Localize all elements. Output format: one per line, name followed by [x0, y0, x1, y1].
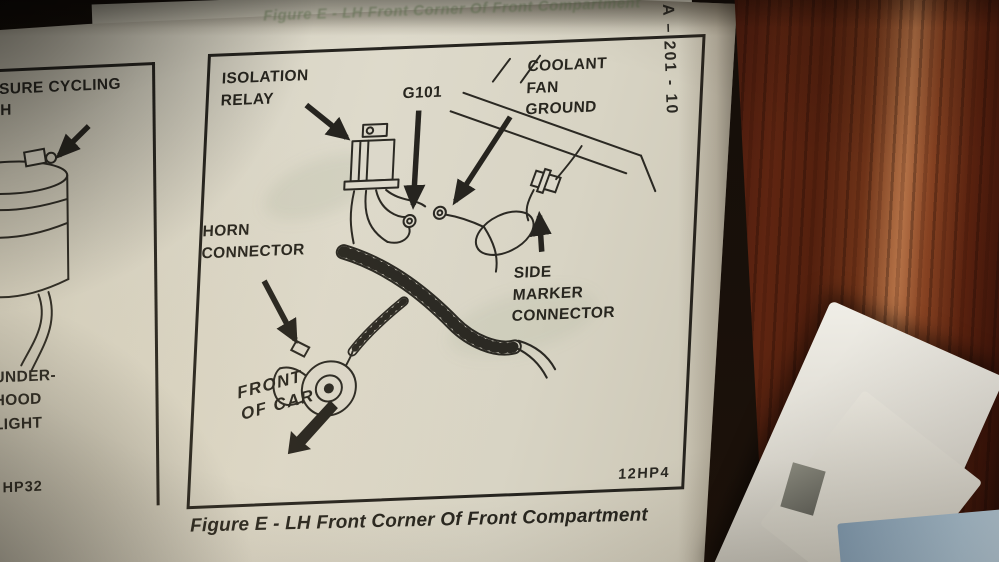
callout-arrow [55, 124, 91, 159]
coolant-fan-ground-label: COOLANT FAN GROUND [525, 54, 608, 119]
isolation-relay-label: ISOLATION RELAY [220, 66, 309, 110]
g101-label: G101 [402, 83, 443, 103]
accumulator-illustration [0, 124, 91, 372]
horn-connector-label: HORN CONNECTOR [201, 221, 306, 263]
figure-caption: Figure E - LH Front Corner Of Front Comp… [189, 504, 649, 537]
loose-papers [700, 300, 999, 562]
main-figure-code: 12HP4 [617, 464, 671, 483]
isolation-relay-drawing [343, 122, 400, 191]
grommet-and-side-marker [444, 145, 583, 273]
harness-bundle [335, 244, 522, 357]
g101-ground-bolts [402, 205, 447, 229]
manual-page: A – 201 - 10 SSURE CYCLING CH [0, 0, 737, 562]
left-figure-code: HP32 [2, 478, 43, 497]
side-marker-connector-label: SIDE MARKER CONNECTOR [511, 263, 616, 326]
main-figure-panel: ISOLATION RELAY G101 COOLANT FAN GROUND … [186, 34, 706, 510]
underhood-light-label: UNDER- HOOD LIGHT [0, 366, 57, 434]
left-figure-panel: SSURE CYCLING CH [0, 62, 160, 513]
